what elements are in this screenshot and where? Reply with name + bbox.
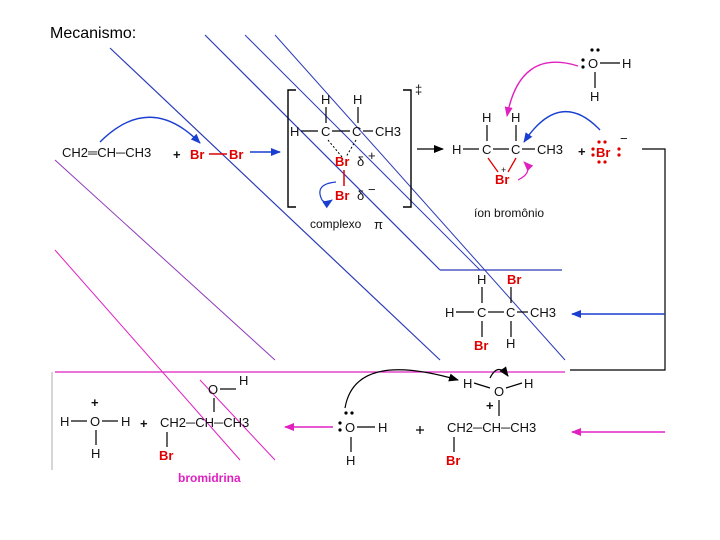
svg-text:H: H bbox=[346, 453, 355, 468]
svg-text:H: H bbox=[590, 89, 599, 104]
svg-text:CH2─CH─CH3: CH2─CH─CH3 bbox=[160, 415, 249, 430]
transition-mark: ‡ bbox=[415, 82, 422, 97]
svg-text:H: H bbox=[378, 420, 387, 435]
svg-text:+: + bbox=[501, 165, 506, 175]
svg-text:H: H bbox=[622, 56, 631, 71]
bromide-ion: Br bbox=[596, 145, 610, 160]
svg-text:Br: Br bbox=[507, 272, 521, 287]
svg-text:CH2─CH─CH3: CH2─CH─CH3 bbox=[447, 420, 536, 435]
br-delta-minus: Br bbox=[335, 188, 349, 203]
electron-arrow-proton-abstraction bbox=[344, 369, 459, 409]
svg-text:Br: Br bbox=[495, 172, 509, 187]
svg-text:δ: δ bbox=[357, 188, 364, 203]
propene-formula: CH2═CH─CH3 bbox=[62, 145, 151, 160]
svg-text:H: H bbox=[121, 414, 130, 429]
svg-text:H: H bbox=[477, 272, 486, 287]
svg-text:C: C bbox=[506, 305, 515, 320]
svg-text:CH3: CH3 bbox=[375, 124, 401, 139]
svg-text:H: H bbox=[321, 92, 330, 107]
svg-text:H: H bbox=[445, 305, 454, 320]
products-group: + H O H H + O H CH2─CH─CH3 Br bromidrina bbox=[60, 373, 249, 485]
right-bracket bbox=[403, 89, 412, 208]
svg-text:C: C bbox=[482, 142, 491, 157]
svg-text:H: H bbox=[463, 376, 472, 391]
svg-text:Br: Br bbox=[159, 448, 173, 463]
svg-text:H: H bbox=[511, 110, 520, 125]
electron-arrow-pi-bond bbox=[99, 116, 201, 144]
svg-text:O: O bbox=[494, 384, 504, 399]
svg-text:Br: Br bbox=[474, 338, 488, 353]
pi-complex-caption: complexo bbox=[310, 217, 362, 231]
water-base-group: O H H bbox=[284, 369, 459, 468]
svg-text:H: H bbox=[60, 414, 69, 429]
svg-text:−: − bbox=[620, 131, 628, 146]
svg-text:H: H bbox=[290, 124, 299, 139]
svg-text:H: H bbox=[239, 373, 248, 388]
svg-text:δ: δ bbox=[357, 154, 364, 169]
svg-text:H: H bbox=[506, 336, 515, 351]
svg-text:+: + bbox=[578, 144, 586, 159]
svg-text:C: C bbox=[321, 124, 330, 139]
reactants-group: CH2═CH─CH3 + Br Br bbox=[62, 116, 281, 162]
oxonium-group: H O H + CH2─CH─CH3 Br bbox=[416, 366, 536, 468]
svg-text:+: + bbox=[91, 395, 99, 410]
svg-text:C: C bbox=[511, 142, 520, 157]
pi-complex-group: ‡ H H H C C CH3 Br δ + Br δ − complexo π bbox=[287, 82, 444, 232]
svg-text:C: C bbox=[352, 124, 361, 139]
side-arrow-group bbox=[570, 148, 666, 436]
svg-text:+: + bbox=[486, 398, 494, 413]
decorative-diagonal-lines bbox=[51, 34, 566, 470]
left-bracket bbox=[287, 89, 296, 208]
svg-text:C: C bbox=[477, 305, 486, 320]
svg-text:O: O bbox=[345, 420, 355, 435]
svg-text:H: H bbox=[91, 446, 100, 461]
plus-sign: + bbox=[173, 147, 181, 162]
svg-text:−: − bbox=[368, 182, 376, 197]
bromine-atom-2: Br bbox=[229, 147, 243, 162]
water-top-group: O H H bbox=[504, 48, 631, 117]
electron-arrow-br-br bbox=[319, 181, 337, 209]
svg-text:O: O bbox=[588, 56, 598, 71]
electron-arrow-ring-open bbox=[517, 161, 534, 181]
svg-text:CH3: CH3 bbox=[537, 142, 563, 157]
bromonium-ion-group: H H H C C CH3 Br + íon bromônio + Br − bbox=[452, 110, 628, 220]
svg-text:H: H bbox=[524, 376, 533, 391]
bromonium-caption: íon bromônio bbox=[474, 206, 544, 220]
svg-text:H: H bbox=[452, 142, 461, 157]
electron-arrow-water-attack bbox=[504, 61, 579, 117]
bromine-atom-1: Br bbox=[190, 147, 204, 162]
svg-text:+: + bbox=[368, 148, 376, 163]
svg-text:H: H bbox=[353, 92, 362, 107]
svg-text:O: O bbox=[90, 414, 100, 429]
svg-text:Br: Br bbox=[446, 453, 460, 468]
svg-text:O: O bbox=[208, 382, 218, 397]
svg-text:CH3: CH3 bbox=[530, 305, 556, 320]
svg-text:H: H bbox=[482, 110, 491, 125]
br-delta-plus: Br bbox=[335, 154, 349, 169]
electron-arrow-bromide-attack bbox=[523, 110, 601, 143]
svg-text:+: + bbox=[140, 416, 148, 431]
svg-text:π: π bbox=[374, 217, 383, 232]
electron-arrow-deprotonation bbox=[489, 366, 509, 379]
bromohydrin-caption: bromidrina bbox=[178, 471, 241, 485]
side-connector-line bbox=[570, 148, 666, 371]
slide-title: Mecanismo: bbox=[50, 25, 137, 42]
dibromide-group: H Br H C C CH3 Br H bbox=[445, 272, 556, 353]
